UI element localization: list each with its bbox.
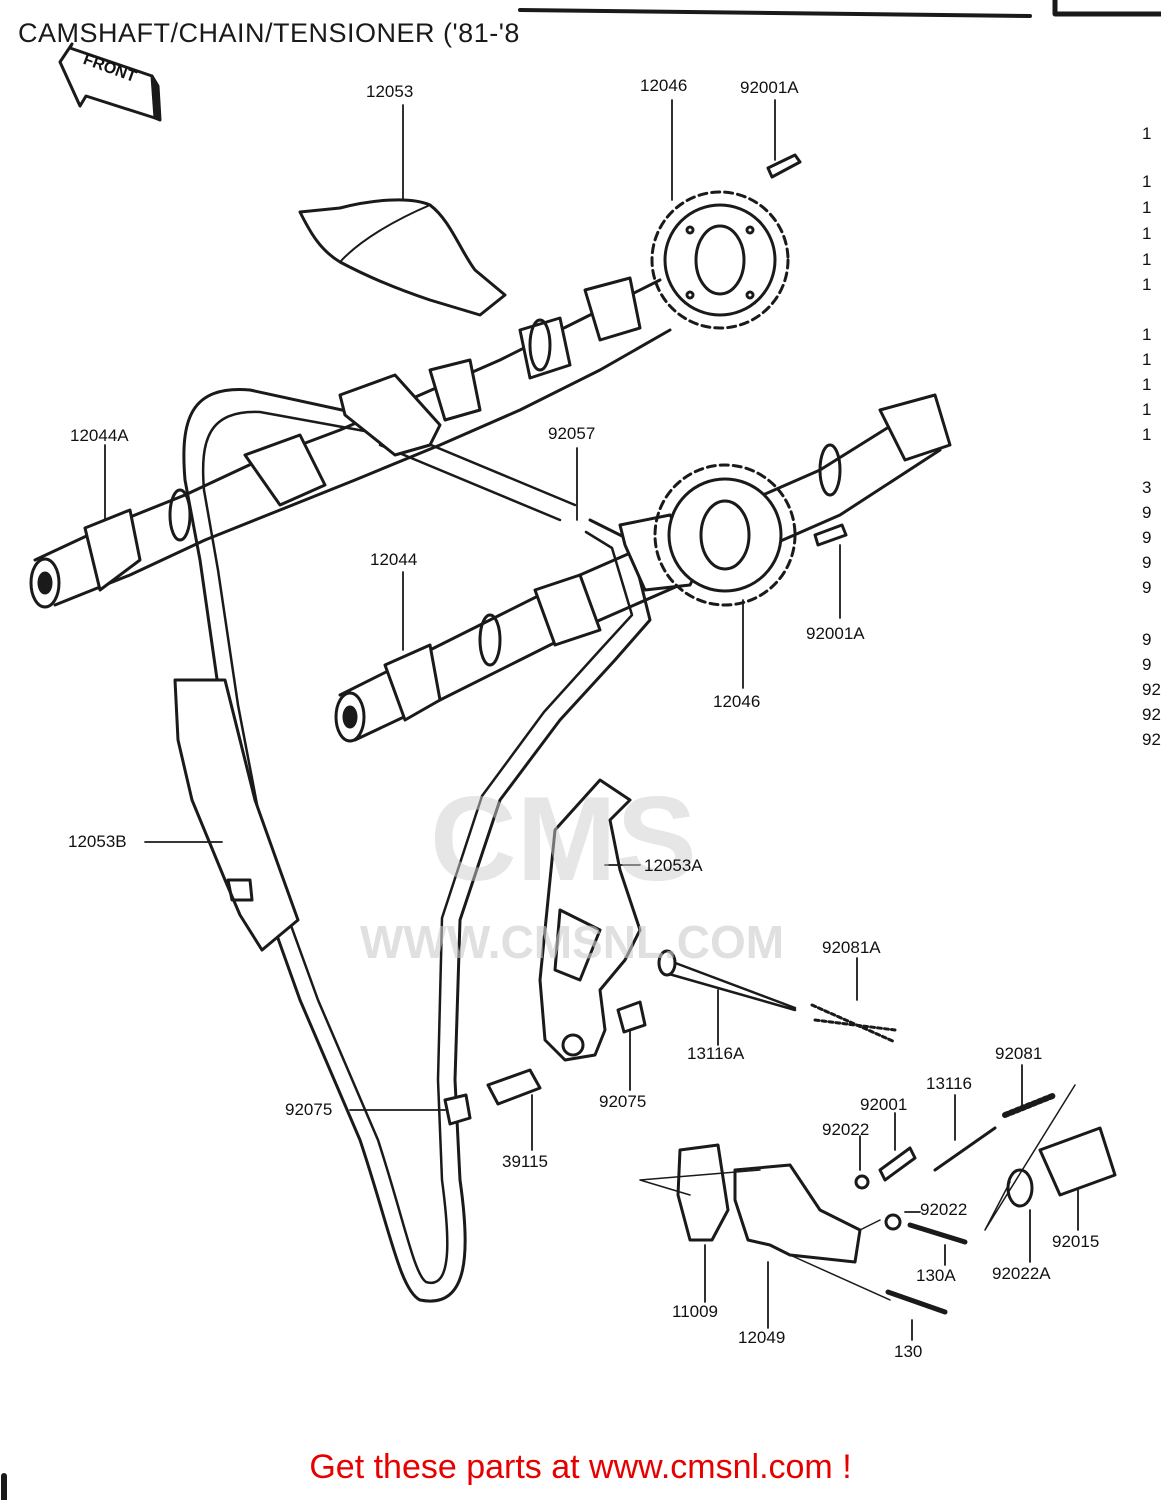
right-edge-fragment: 9 <box>1142 630 1152 649</box>
part-label-92001A-mid[interactable]: 92001A <box>806 624 865 643</box>
right-edge-fragment: 1 <box>1142 350 1152 369</box>
front-arrow-shape <box>58 42 162 122</box>
top-right-box <box>1052 0 1161 17</box>
right-edge-fragment: 1 <box>1142 250 1152 269</box>
right-edge-fragment: 1 <box>1142 425 1152 444</box>
part-label-11009[interactable]: 11009 <box>672 1302 719 1321</box>
camshaft-exhaust <box>29 276 672 609</box>
bolt-130 <box>885 1289 948 1315</box>
right-edge-fragment: 9 <box>1142 578 1152 597</box>
part-label-92057[interactable]: 92057 <box>548 424 596 443</box>
right-edge-fragment: 9 <box>1142 528 1152 547</box>
pivot-39115 <box>486 1068 542 1106</box>
bolt-92001A-mid <box>813 523 848 547</box>
cam-chain <box>182 388 652 1303</box>
part-label-92015[interactable]: 92015 <box>1052 1232 1100 1251</box>
bolt-92001A-top <box>766 153 802 179</box>
damper-block-left <box>443 1093 472 1126</box>
bolt-92001 <box>878 1146 917 1182</box>
camshaft-intake <box>334 393 952 743</box>
right-edge-fragment: 92 <box>1142 705 1161 724</box>
part-label-92001A-top[interactable]: 92001A <box>740 78 799 97</box>
washer-92022 <box>854 1174 870 1190</box>
part-label-12046-top[interactable]: 12046 <box>640 76 688 95</box>
part-label-92075-left[interactable]: 92075 <box>285 1100 333 1119</box>
right-edge-fragment: 92 <box>1142 730 1161 749</box>
part-label-92022-mid[interactable]: 92022 <box>920 1200 968 1219</box>
right-edge-fragment: 92 <box>1142 680 1161 699</box>
right-edge-fragment: 1 <box>1142 325 1152 344</box>
tensioner-arm <box>538 778 642 1062</box>
part-label-13116A[interactable]: 13116A <box>687 1044 745 1063</box>
right-edge-fragment: 9 <box>1142 553 1152 572</box>
part-label-130[interactable]: 130 <box>894 1342 923 1361</box>
cap-92015 <box>1038 1126 1117 1197</box>
part-label-92001[interactable]: 92001 <box>860 1095 908 1114</box>
part-label-130A[interactable]: 130A <box>916 1266 956 1285</box>
spring-92081A <box>810 1003 897 1044</box>
tensioner-body-12049 <box>733 1163 862 1264</box>
right-edge-fragment: 1 <box>1142 172 1152 191</box>
tensioner-gasket-11009 <box>676 1143 730 1242</box>
part-label-39115[interactable]: 39115 <box>502 1152 549 1171</box>
part-label-12044A[interactable]: 12044A <box>70 426 129 445</box>
top-border-line <box>518 8 1032 18</box>
right-edge-fragment: 1 <box>1142 224 1152 243</box>
part-label-12053A[interactable]: 12053A <box>644 856 703 875</box>
cam-cap-upper <box>338 373 442 457</box>
watermark-logo: CMS <box>430 772 697 906</box>
diagram-title: CAMSHAFT/CHAIN/TENSIONER ('81-'8 <box>18 18 520 48</box>
part-label-12044[interactable]: 12044 <box>370 550 418 569</box>
chain-guide-rear <box>173 678 300 952</box>
spring-92081 <box>1002 1092 1058 1118</box>
washer-92022A <box>1006 1168 1034 1208</box>
cam-sprocket-lower <box>653 463 797 607</box>
right-edge-fragment: 1 <box>1142 124 1152 143</box>
get-parts-link[interactable]: Get these parts at www.cmsnl.com ! <box>309 1448 852 1486</box>
right-edge-fragment: 1 <box>1142 375 1152 394</box>
tensioner-rod-13116 <box>933 1126 997 1172</box>
part-label-13116[interactable]: 13116 <box>926 1074 973 1093</box>
part-label-12053B[interactable]: 12053B <box>68 832 127 851</box>
part-label-92022-top[interactable]: 92022 <box>822 1120 870 1139</box>
part-label-92081A[interactable]: 92081A <box>822 938 881 957</box>
bolt-130A <box>907 1222 968 1245</box>
washer-92022-mid <box>884 1213 902 1231</box>
right-edge-fragment: 1 <box>1142 275 1152 294</box>
right-edge-fragment: 9 <box>1142 655 1152 674</box>
part-label-12046-mid[interactable]: 12046 <box>713 692 761 711</box>
right-edge-fragment: 3 <box>1142 478 1152 497</box>
part-label-92022A[interactable]: 92022A <box>992 1264 1051 1283</box>
cam-sprocket-upper <box>650 190 790 330</box>
part-label-92075-right[interactable]: 92075 <box>599 1092 647 1111</box>
right-edge-fragment: 9 <box>1142 503 1152 522</box>
part-label-12049[interactable]: 12049 <box>738 1328 786 1347</box>
push-rod-13116A <box>660 956 797 1012</box>
watermark-url: WWW.CMSNL.COM <box>360 916 785 968</box>
damper-block-right <box>616 1000 647 1034</box>
part-label-12053[interactable]: 12053 <box>366 82 414 101</box>
right-edge-fragment: 1 <box>1142 400 1152 419</box>
part-label-92081[interactable]: 92081 <box>995 1044 1043 1063</box>
right-edge-fragment: 1 <box>1142 198 1152 217</box>
